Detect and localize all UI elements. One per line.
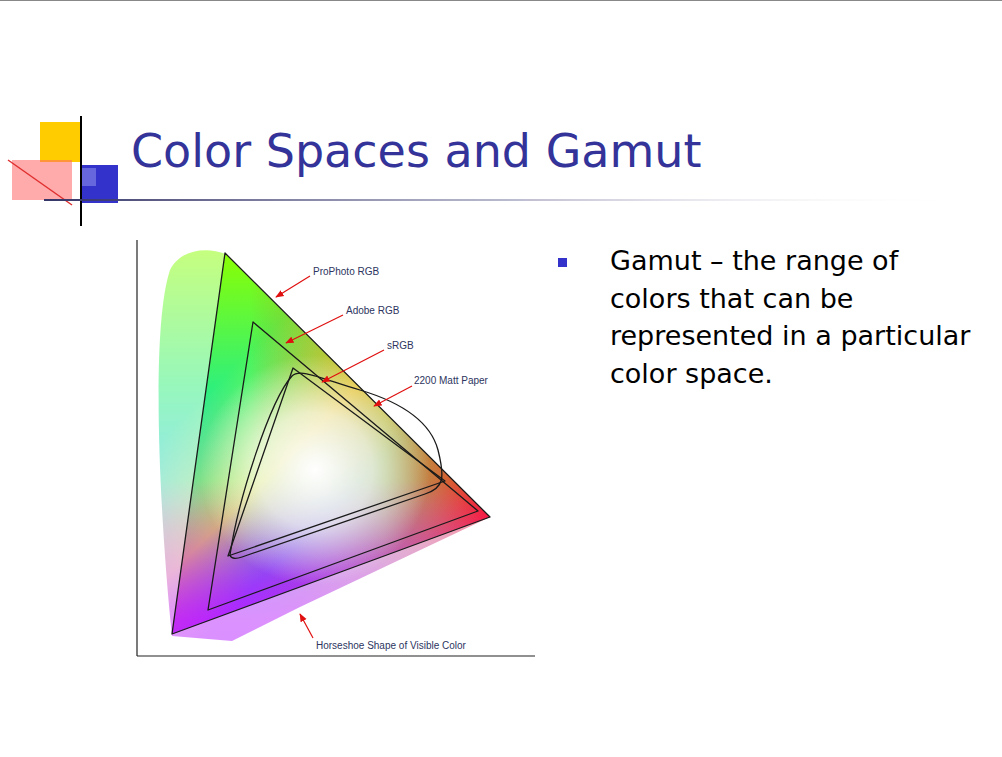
gamut-label: Adobe RGB	[346, 305, 399, 317]
chart-axes	[137, 240, 535, 656]
gamut-label: 2200 Matt Paper	[414, 375, 488, 387]
leader-arrows	[276, 276, 412, 638]
bullet-text: Gamut – the range of colors that can be …	[610, 242, 985, 392]
gamut-label: Horseshoe Shape of Visible Color	[316, 640, 466, 652]
visible-horseshoe	[140, 240, 500, 650]
gamut-label: sRGB	[387, 340, 414, 352]
bullet-marker	[558, 258, 567, 267]
gamut-label: ProPhoto RGB	[313, 266, 379, 278]
slide-border	[0, 0, 1002, 1]
title-decoration	[8, 116, 960, 226]
prophoto-fill	[140, 240, 500, 650]
gamut-outlines	[172, 253, 490, 634]
slide-title: Color Spaces and Gamut	[131, 124, 702, 179]
